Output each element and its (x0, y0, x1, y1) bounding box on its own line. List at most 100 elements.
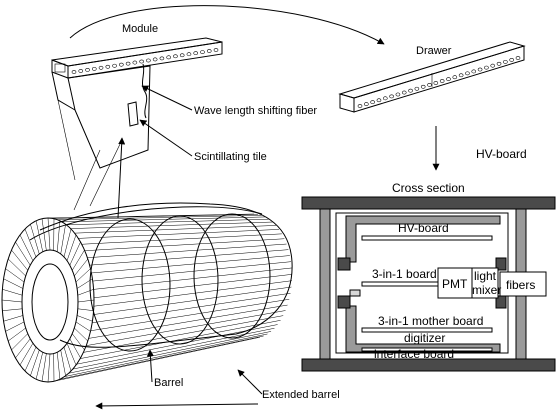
rail-hole (510, 58, 514, 61)
stave-line (85, 239, 285, 251)
extended-barrel-label: Extended barrel (262, 389, 340, 401)
rail-hole (113, 64, 117, 67)
fibers-label: fibers (506, 278, 535, 292)
barrel-stave-lines (48, 214, 292, 381)
rail-hole (396, 93, 400, 96)
rail-hole (364, 102, 368, 105)
module-label: Module (122, 23, 158, 35)
rail-hole (428, 83, 432, 86)
stave-line (87, 244, 286, 258)
rail-hole (167, 56, 171, 59)
mixer-label: mixer (472, 283, 501, 297)
stave-line (75, 225, 276, 233)
rail-hole (459, 74, 463, 77)
rail-hole (140, 60, 144, 63)
rail-hole (106, 65, 110, 68)
stave-line (71, 222, 273, 229)
face-ray (76, 322, 91, 331)
barrel-drawing (2, 203, 292, 382)
stave-line (92, 293, 290, 323)
rail-hole (126, 62, 130, 65)
face-ray (2, 309, 22, 311)
stave-line (82, 234, 282, 244)
stave-line (93, 287, 291, 315)
rail-hole (99, 66, 103, 69)
stave-line (64, 334, 267, 377)
stave-line (69, 331, 271, 373)
rail-hole (497, 62, 501, 65)
rail-hole (377, 99, 381, 102)
rail-hole (409, 89, 413, 92)
barrel-label: Barrel (154, 377, 183, 389)
rail-hole (86, 68, 90, 71)
rail-hole (194, 52, 198, 55)
pmt-label: PMT (442, 277, 468, 291)
face-ray (78, 309, 94, 311)
face-ray (61, 224, 66, 254)
rail-hole (160, 57, 164, 60)
face-ray (15, 242, 30, 265)
face-ray (70, 339, 81, 358)
board-3in1-label: 3-in-1 board (372, 267, 437, 281)
face-ray (15, 339, 30, 358)
drawer-label: Drawer (416, 45, 452, 57)
rail-hole (358, 104, 362, 107)
rail-hole (207, 49, 211, 52)
hv-board-inner-label: HV-board (398, 221, 449, 235)
rail-hole (421, 85, 425, 88)
stave-line (77, 325, 278, 365)
face-ray (57, 221, 60, 252)
face-ray (77, 315, 92, 321)
rail-hole (415, 87, 419, 90)
face-ray (6, 322, 25, 331)
rail-hole (383, 97, 387, 100)
face-ray (2, 289, 22, 295)
interface-board-label: interface board (374, 347, 454, 361)
rail-hole (92, 67, 96, 70)
rail-hole (133, 61, 137, 64)
face-ray (8, 259, 26, 276)
stave-line (91, 256, 289, 273)
rail-hole (465, 72, 469, 75)
rail-hole (516, 56, 520, 59)
rail-hole (402, 91, 406, 94)
rail-hole (503, 60, 507, 63)
light-label: light (474, 269, 497, 283)
face-ray (25, 347, 36, 371)
stave-line (66, 219, 269, 225)
rail-hole (478, 68, 482, 71)
face-ray (74, 259, 88, 276)
rail-hole (187, 53, 191, 56)
barrel-face-rays (2, 218, 94, 382)
module-rail-holes (72, 48, 218, 73)
digitizer-label: digitizer (404, 331, 445, 345)
face-ray (72, 250, 84, 270)
rail-hole (484, 66, 488, 69)
wls-fiber-label: Wave length shifting fiber (194, 105, 317, 117)
rail-hole (453, 76, 457, 79)
rail-hole (491, 64, 495, 67)
face-ray (4, 315, 23, 321)
stave-line (94, 281, 292, 307)
face-ray (4, 279, 23, 289)
face-ray (70, 242, 81, 265)
cross-section-label: Cross section (392, 181, 465, 195)
face-ray (48, 354, 50, 382)
rail-hole (200, 50, 204, 53)
face-ray (42, 354, 46, 382)
rail-hole (180, 54, 184, 57)
rail-hole (434, 81, 438, 84)
stave-line (90, 250, 289, 266)
rail-hole (173, 55, 177, 58)
rail-hole (119, 63, 123, 66)
mother-board-label: 3-in-1 mother board (378, 314, 483, 328)
face-ray (78, 289, 94, 295)
face-ray (2, 300, 22, 302)
rail-hole (371, 101, 375, 104)
rail-hole (153, 58, 157, 61)
face-ray (76, 269, 91, 282)
rail-hole (440, 79, 444, 82)
face-ray (42, 219, 46, 251)
face-ray (12, 250, 28, 270)
